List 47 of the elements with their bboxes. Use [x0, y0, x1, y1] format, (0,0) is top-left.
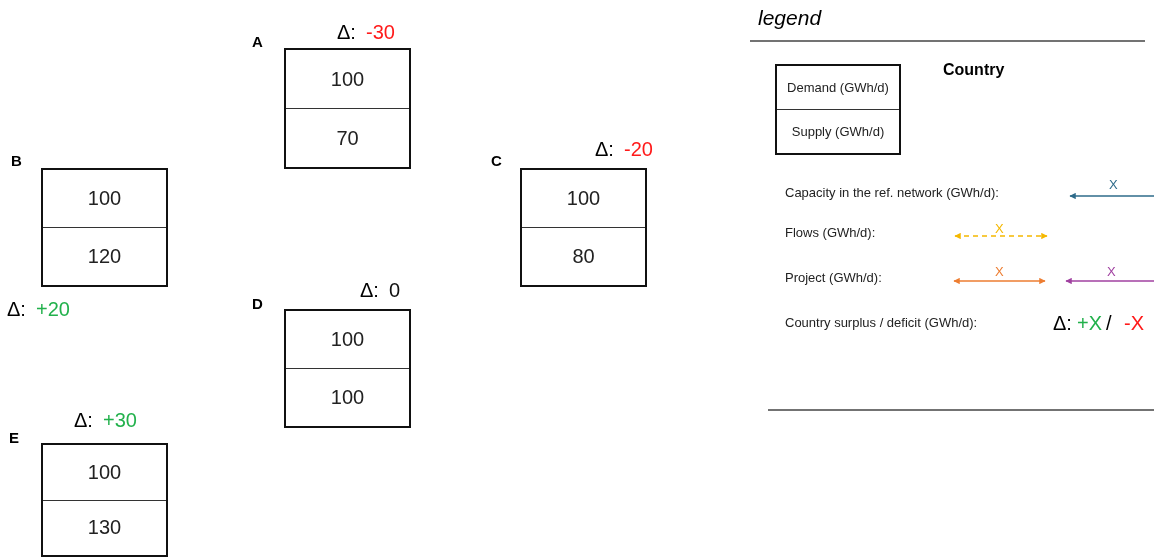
- delta-value: 0: [389, 280, 401, 300]
- arrow-label: X: [1109, 178, 1118, 191]
- legend-title: legend: [758, 7, 822, 28]
- supply-value: Supply (GWh/d): [777, 109, 899, 153]
- separator-slash: /: [1106, 313, 1112, 333]
- delta-symbol: Δ:: [337, 22, 356, 42]
- country-label: E: [9, 430, 19, 445]
- country-box: [284, 48, 411, 169]
- arrow-label: X: [995, 265, 1004, 278]
- legend-text: Project (GWh/d):: [785, 271, 882, 284]
- demand-value: 100: [565, 186, 602, 211]
- supply-value: 120: [43, 227, 166, 285]
- supply-value: 70: [286, 108, 409, 167]
- arrow-label: X: [995, 222, 1004, 235]
- legend-text: Country surplus / deficit (GWh/d):: [785, 316, 978, 329]
- delta-value: +30: [103, 410, 137, 430]
- surplus-example: +X: [1077, 313, 1103, 333]
- delta-symbol: Δ:: [7, 299, 26, 319]
- delta-symbol: Δ:: [595, 139, 614, 159]
- delta-symbol: Δ:: [74, 410, 93, 430]
- country-box: [520, 168, 647, 287]
- legend-text: Capacity in the ref. network (GWh/d):: [785, 186, 999, 199]
- demand-value: 100: [329, 327, 366, 352]
- country-box: [41, 443, 168, 557]
- country-box: [41, 168, 168, 287]
- arrow-label: X: [1107, 265, 1116, 278]
- demand-value: 100: [86, 186, 123, 211]
- delta-value: +20: [36, 299, 70, 319]
- deficit-example: -X: [1124, 313, 1144, 333]
- country-label: B: [11, 153, 22, 168]
- demand-value: Demand (GWh/d): [786, 79, 890, 97]
- supply-value: 80: [522, 227, 645, 285]
- delta-symbol: Δ:: [360, 280, 379, 300]
- demand-value: 100: [86, 459, 123, 485]
- country-label: C: [491, 153, 502, 168]
- country-label: Country: [943, 62, 1005, 78]
- legend-sample-box: [775, 64, 901, 155]
- delta-value: -30: [366, 22, 395, 42]
- delta-value: -20: [624, 139, 653, 159]
- supply-value: 130: [43, 499, 166, 555]
- legend-text: Flows (GWh/d):: [785, 226, 876, 239]
- delta-symbol: Δ:: [1053, 313, 1072, 333]
- supply-value: 100: [286, 368, 409, 426]
- demand-value: 100: [329, 66, 366, 92]
- country-label: D: [252, 296, 263, 311]
- country-label: A: [252, 34, 263, 49]
- country-box: [284, 309, 411, 428]
